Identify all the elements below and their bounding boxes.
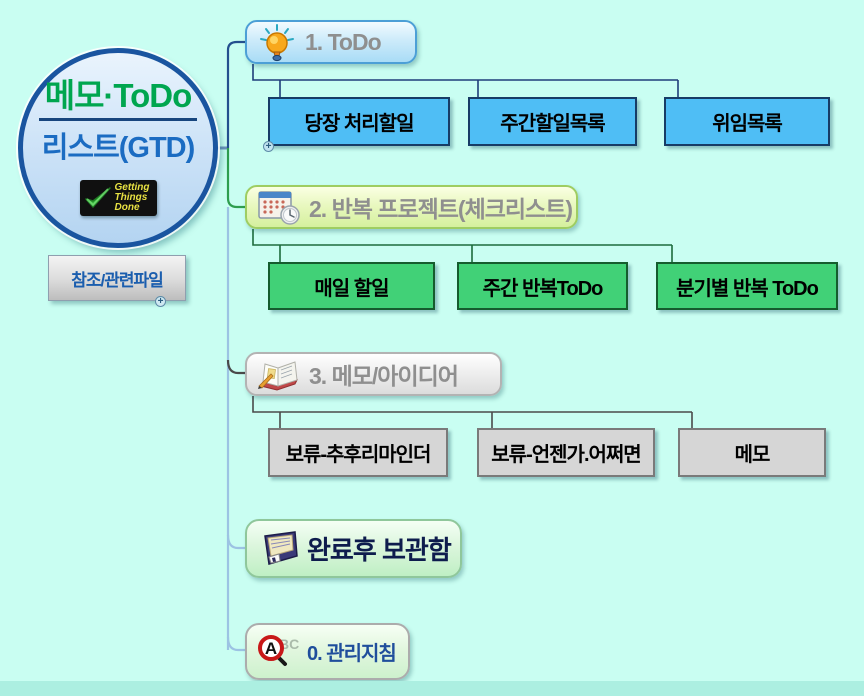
expand-plus-icon[interactable]: +	[263, 141, 274, 152]
child-weekly-todo-list[interactable]: 주간할일목록	[468, 97, 637, 146]
branch-todo-label: 1. ToDo	[305, 28, 382, 55]
central-topic[interactable]: 메모·ToDo 리스트(GTD) Getting Things Done	[18, 48, 218, 248]
notebook-icon	[258, 361, 298, 391]
branch-guide-label: 0. 관리지침	[307, 643, 397, 665]
branch-repeat[interactable]: 2. 반복 프로젝트(체크리스트)	[245, 185, 578, 229]
child-todo-now[interactable]: 당장 처리할일	[268, 97, 450, 146]
checkmark-icon	[84, 187, 111, 208]
branch-memo[interactable]: 3. 메모/아이디어	[245, 352, 502, 396]
bottom-strip	[0, 681, 864, 696]
branch-archive-label: 완료후 보관함	[307, 535, 452, 565]
floppy-disk-icon	[264, 530, 298, 565]
child-hold-reminder[interactable]: 보류-추후리마인더	[268, 428, 448, 477]
child-quarterly-repeat-todo[interactable]: 분기별 반복 ToDo	[656, 262, 838, 310]
gtd-badge: Getting Things Done	[79, 180, 157, 216]
child-delegated-list[interactable]: 위임목록	[664, 97, 830, 146]
central-title-line2: 리스트(GTD)	[41, 132, 196, 164]
branch-guide[interactable]: BC A 0. 관리지침	[245, 623, 410, 680]
spellcheck-icon: BC A	[258, 634, 299, 666]
branch-archive[interactable]: 완료후 보관함	[245, 519, 462, 578]
calendar-clock-icon	[258, 191, 300, 225]
gtd-badge-text: Getting Things Done	[114, 182, 150, 213]
lightbulb-icon	[260, 24, 294, 62]
child-weekly-repeat-todo[interactable]: 주간 반복ToDo	[457, 262, 628, 310]
branch-repeat-label: 2. 반복 프로젝트(체크리스트)	[309, 196, 573, 222]
central-title-line1: 메모·ToDo	[38, 69, 198, 121]
svg-text:A: A	[265, 639, 277, 658]
child-daily-tasks[interactable]: 매일 할일	[268, 262, 435, 310]
branch-memo-label: 3. 메모/아이디어	[309, 363, 459, 389]
attachment-note[interactable]: 참조/관련파일	[48, 255, 186, 301]
child-memo[interactable]: 메모	[678, 428, 826, 477]
child-hold-someday-maybe[interactable]: 보류-언젠가.어쩌면	[477, 428, 655, 477]
branch-todo[interactable]: 1. ToDo	[245, 20, 417, 64]
expand-plus-icon[interactable]: +	[155, 296, 166, 307]
attachment-label: 참조/관련파일	[71, 270, 164, 290]
